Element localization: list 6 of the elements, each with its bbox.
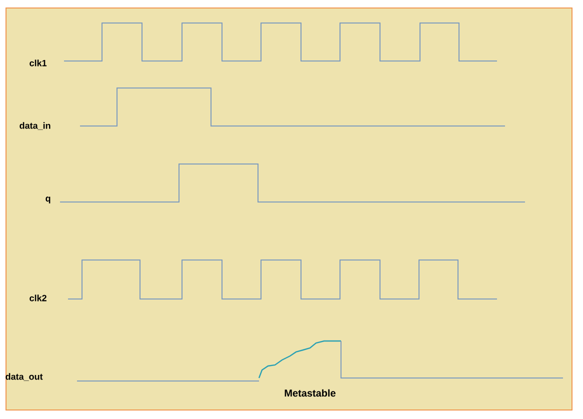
- signal-name: q: [46, 196, 50, 204]
- signal-name: clk2: [30, 294, 46, 302]
- signal-name: data_in: [20, 122, 50, 130]
- annotation-text: Metastable: [284, 389, 336, 397]
- signal-name: data_out: [6, 373, 43, 381]
- signal-name: clk1: [30, 60, 47, 66]
